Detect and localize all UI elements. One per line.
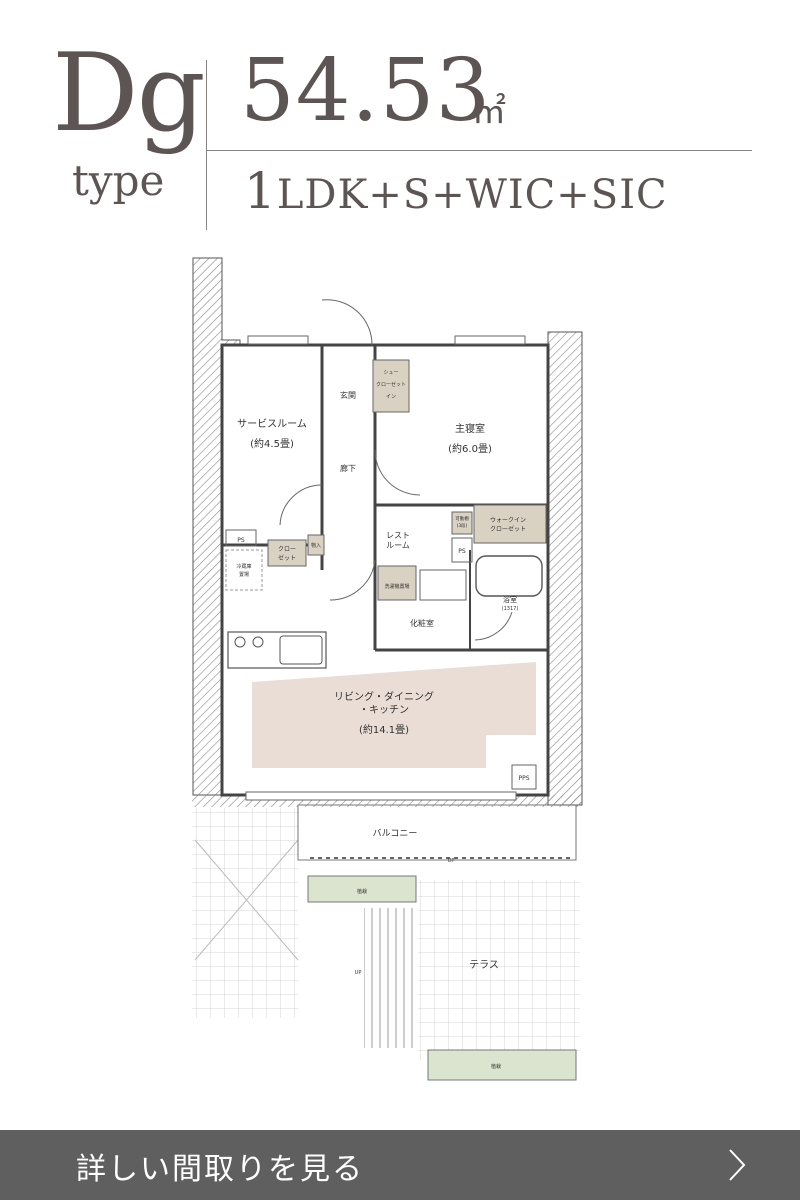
label-shoe-closet-1: シュー bbox=[383, 370, 398, 376]
washer-space bbox=[377, 565, 417, 601]
window-top-left bbox=[247, 335, 309, 345]
diag-2 bbox=[194, 839, 299, 961]
shelf bbox=[451, 511, 473, 535]
horizontal-divider bbox=[206, 150, 752, 151]
label-ps-2: PS bbox=[458, 548, 466, 555]
label-master-bedroom: 主寝室 bbox=[455, 422, 485, 435]
planter-1 bbox=[307, 875, 417, 903]
floor-plan: サービスルーム (約4.5畳) 主寝室 (約6.0畳) 玄関 廊下 シュー クロ… bbox=[192, 257, 583, 1081]
closet-small bbox=[267, 539, 307, 567]
layout-rest: LDK+S+WIC+SIC bbox=[276, 172, 668, 218]
type-word: type bbox=[72, 156, 165, 205]
ldk-floor bbox=[252, 662, 536, 768]
label-master-bedroom-size: (約6.0畳) bbox=[448, 442, 492, 455]
label-balcony: バルコニー bbox=[373, 828, 418, 839]
label-rest-room-1: レスト bbox=[386, 531, 410, 540]
view-floor-plan-button[interactable]: 詳しい間取りを見る bbox=[0, 1130, 800, 1200]
label-movable-shelf-1: 可動棚 bbox=[455, 515, 469, 522]
vanity bbox=[419, 569, 467, 601]
bedroom-door bbox=[374, 449, 421, 496]
label-shoe-closet-2: クローゼット bbox=[376, 381, 406, 388]
label-fridge-2: 置場 bbox=[239, 571, 249, 578]
kitchen-counter bbox=[227, 631, 327, 669]
label-ldk-size: (約14.1畳) bbox=[359, 723, 409, 736]
label-up-1: UP bbox=[448, 858, 455, 864]
label-pps: PPS bbox=[518, 775, 529, 782]
label-ldk-1: リビング・ダイニング bbox=[334, 690, 434, 703]
balcony-area bbox=[297, 804, 577, 861]
ps-box-2 bbox=[451, 537, 473, 563]
label-planting-1: 植栽 bbox=[357, 888, 367, 895]
chevron-right-icon bbox=[729, 1149, 746, 1181]
fridge-space bbox=[225, 549, 263, 591]
shoe-closet bbox=[372, 359, 410, 413]
floor-area-unit: ㎡ bbox=[472, 92, 506, 132]
label-powder-room: 化粧室 bbox=[410, 618, 434, 628]
label-ps-1: PS bbox=[237, 537, 245, 544]
label-wic-1: ウォークイン bbox=[490, 516, 526, 524]
label-washer: 洗濯機置場 bbox=[384, 583, 409, 590]
stove-burner-1 bbox=[234, 636, 246, 648]
label-service-room-size: (約4.5畳) bbox=[250, 437, 294, 450]
bathtub bbox=[475, 555, 543, 597]
label-bathroom-size: (1317) bbox=[502, 606, 519, 612]
view-floor-plan-label: 詳しい間取りを見る bbox=[76, 1152, 364, 1187]
stair-lines bbox=[364, 908, 418, 1048]
bath-door bbox=[474, 611, 513, 641]
layout-type: 1LDK+S+WIC+SIC bbox=[244, 166, 668, 216]
label-bathroom: 浴室 bbox=[503, 595, 517, 604]
label-shoe-closet-3: イン bbox=[386, 394, 396, 400]
label-rest-room-2: ルーム bbox=[386, 541, 410, 550]
label-terrace: テラス bbox=[469, 959, 499, 971]
terrace-grid-main bbox=[418, 880, 580, 1060]
label-service-room: サービスルーム bbox=[237, 418, 307, 430]
service-door bbox=[279, 484, 323, 526]
stove-burner-2 bbox=[252, 636, 264, 648]
label-hallway: 廊下 bbox=[340, 463, 356, 473]
window-top-right bbox=[454, 335, 526, 345]
ldk-door bbox=[329, 559, 376, 601]
walk-in-closet bbox=[473, 504, 547, 544]
storage-small bbox=[307, 534, 325, 556]
label-closet-2: ゼット bbox=[278, 554, 296, 562]
label-storage: 物入 bbox=[311, 542, 321, 549]
wall-hatch-right bbox=[547, 331, 583, 806]
floor-area-value: 54.53 bbox=[240, 41, 492, 141]
label-entrance: 玄関 bbox=[340, 390, 356, 400]
label-ldk-2: ・キッチン bbox=[359, 704, 409, 716]
kitchen-sink bbox=[279, 635, 323, 665]
terrace-grid-left bbox=[192, 808, 298, 1018]
vertical-divider bbox=[206, 60, 207, 230]
window-bottom bbox=[245, 791, 517, 801]
label-closet-1: クロー bbox=[278, 546, 296, 553]
entrance-door bbox=[321, 299, 373, 346]
ps-box bbox=[225, 529, 257, 547]
label-fridge-1: 冷蔵庫 bbox=[236, 563, 251, 570]
label-wic-2: クローゼット bbox=[490, 525, 526, 533]
label-planting-2: 植栽 bbox=[491, 1063, 501, 1070]
type-code: Dg bbox=[52, 31, 206, 156]
pps-box bbox=[511, 764, 537, 790]
layout-prefix: 1 bbox=[244, 162, 277, 220]
label-movable-shelf-2: (3段) bbox=[457, 522, 468, 529]
planter-2 bbox=[427, 1049, 577, 1081]
label-up-2: UP bbox=[355, 970, 362, 976]
